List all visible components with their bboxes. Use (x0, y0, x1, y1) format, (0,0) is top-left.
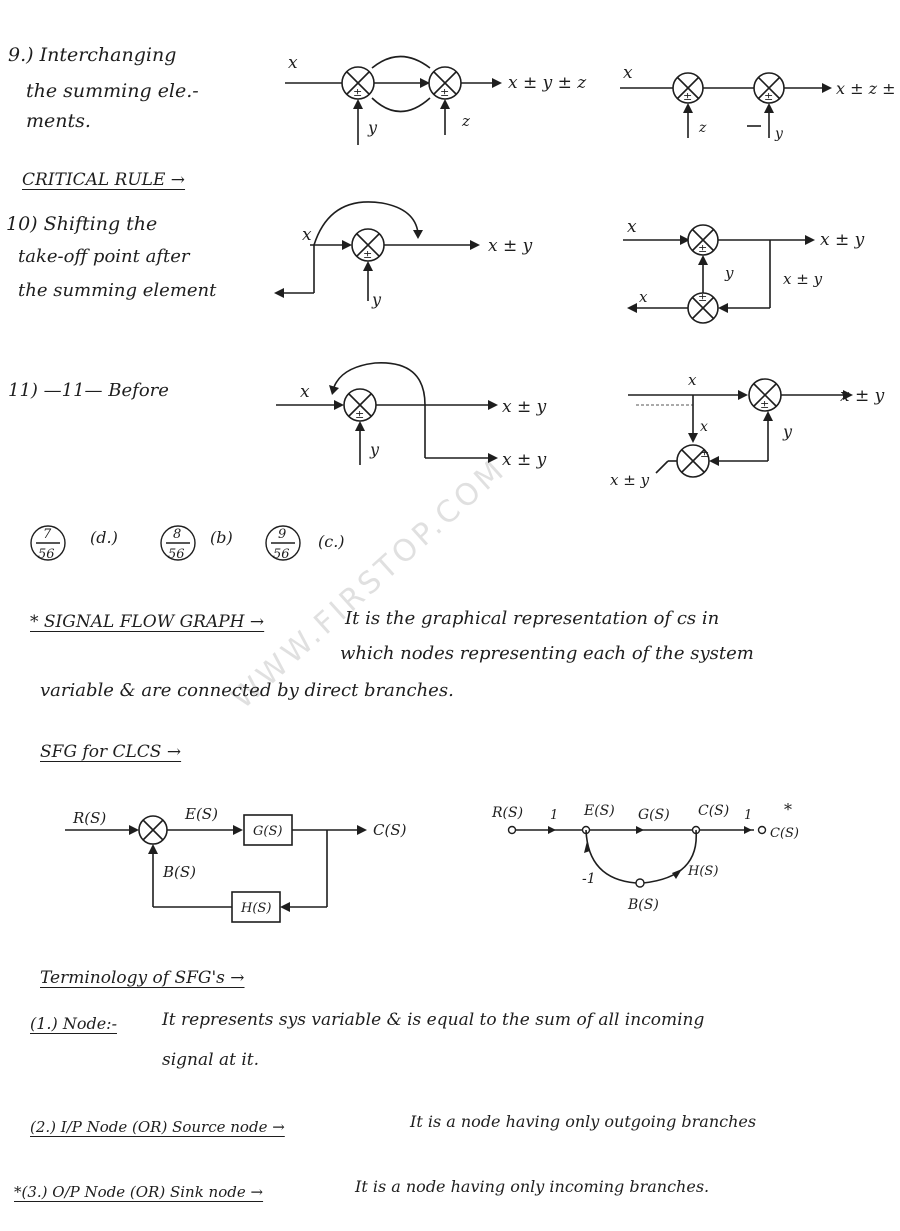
rule11-right-x-label: x (700, 419, 708, 435)
rule11-right-in: y (782, 422, 793, 441)
rule10-left-diagram: x ± x ± y y (274, 201, 533, 309)
rule11-right-diagram: x ± x ± y x ± y x ± y (610, 371, 885, 489)
sfg-clcs-heading: SFG for CLCS → (40, 742, 182, 762)
rule10-right-tap-label: x ± y (783, 270, 823, 288)
rule9-left-diagram: x ± ± x ± y ± z y z (285, 53, 587, 145)
sfg-C: C(S) (698, 803, 729, 819)
term-node-label: (1.) Node:- (30, 1014, 117, 1033)
sign-8: ± (355, 408, 364, 421)
sfg-definition-3: variable & are connected by direct branc… (40, 680, 454, 701)
rule9-right-input: x (623, 63, 633, 83)
rule11-left-in: y (369, 440, 380, 459)
sfg-E: E(S) (583, 803, 615, 819)
rule11-left-out1: x ± y (502, 397, 547, 417)
rule9-right-in1: z (698, 120, 707, 136)
answer-8-choice: (b) (210, 528, 233, 547)
rule11-left-diagram: x ± x ± y x ± y y (276, 362, 547, 470)
sfg-gain-1b: 1 (744, 808, 752, 823)
sign-2: ± (440, 86, 449, 99)
rule9-title-3: ments. (26, 110, 91, 132)
rule9-left-output: x ± y ± z (508, 73, 587, 93)
rule10-right-output: x ± y (820, 230, 865, 250)
term-sink-label: *(3.) O/P Node (OR) Sink node → (14, 1183, 264, 1201)
answer-9: 9 56 (265, 520, 301, 570)
term-source-label: (2.) I/P Node (OR) Source node → (30, 1118, 285, 1136)
rule9-title-1: 9.) Interchanging (8, 44, 177, 66)
rule10-right-diagram: x ± x ± y ± y x ± y x (623, 217, 865, 324)
rule10-title-1: 10) Shifting the (6, 213, 158, 235)
sfg-definition-1: It is the graphical representation of cs… (345, 608, 720, 629)
block-H: H(S) (240, 901, 271, 916)
term-source-text: It is a node having only outgoing branch… (410, 1112, 757, 1131)
block-B: B(S) (162, 863, 196, 881)
sfg-star: * (784, 800, 792, 819)
sign-7: ± (698, 291, 707, 304)
term-node-text-2: signal at it. (162, 1050, 260, 1070)
sfg-B: B(S) (627, 897, 659, 913)
answer-8-num: 8 (173, 527, 181, 542)
block-E: E(S) (184, 805, 218, 823)
rule10-right-feedback-label: y (724, 264, 734, 282)
rule11-right-back-out: x ± y (610, 471, 650, 489)
rule9-left-in2: z (461, 112, 470, 130)
answer-7-num: 7 (43, 527, 52, 542)
answer-9-choice: (c.) (318, 532, 345, 551)
clcs-block-diagram: R(S) E(S) G(S) C(S) H(S) B(S) (65, 805, 407, 923)
sfg-definition-2: which nodes representing each of the sys… (340, 643, 754, 664)
answer-9-den: 56 (273, 547, 290, 562)
critical-rule-heading: CRITICAL RULE → (22, 170, 186, 190)
rule9-left-input: x (288, 53, 298, 73)
rule10-title-2: take-off point after (18, 246, 190, 267)
sfg-R: R(S) (491, 805, 523, 821)
rule10-left-output: x ± y (488, 236, 533, 256)
sfg-heading: * SIGNAL FLOW GRAPH → (30, 612, 265, 632)
G-block (243, 814, 293, 846)
watermark: WWW.FIRSTOP.COM (225, 451, 514, 717)
answer-8: 8 56 (160, 520, 196, 570)
block-C: C(S) (373, 821, 407, 839)
sign-6: ± (698, 242, 707, 255)
sfg-minus1: -1 (582, 871, 596, 887)
term-sink-text: It is a node having only incoming branch… (355, 1177, 710, 1196)
H-block (231, 891, 281, 923)
rule11-title: 11) —11— Before (8, 380, 169, 401)
sign-4: ± (764, 90, 773, 103)
node-R (507, 825, 517, 835)
sign-3: ± (683, 90, 692, 103)
rule9-right-in2: y (774, 126, 784, 142)
sfg-G: G(S) (638, 807, 670, 823)
rule11-left-out2: x ± y (502, 450, 547, 470)
rule9-title-2: the summing ele.- (26, 80, 199, 102)
sfg-gain-1a: 1 (550, 808, 558, 823)
rule9-left-in1: y (367, 118, 378, 137)
rule9-right-output: x ± z ± y (836, 79, 900, 98)
sign-9: ± (760, 398, 769, 411)
sign-1: ± (353, 86, 362, 99)
rule11-right-output: x ± y (840, 386, 885, 406)
answer-8-den: 56 (168, 547, 185, 562)
sfg-H: H(S) (687, 864, 718, 879)
answer-7-den: 56 (38, 547, 55, 562)
block-R: R(S) (72, 809, 106, 827)
term-node-text: It represents sys variable & is equal to… (162, 1010, 705, 1030)
node-C-out (757, 825, 767, 835)
rule11-right-input: x (688, 371, 697, 389)
sign-5: ± (363, 248, 372, 261)
rule9-right-diagram: x ± ± x ± z ± y z y (620, 63, 900, 142)
node-B (635, 878, 645, 888)
sign-10: ± (700, 447, 709, 460)
rule10-right-input: x (627, 217, 637, 237)
block-G: G(S) (253, 824, 282, 839)
terminology-heading: Terminology of SFG's → (40, 968, 245, 988)
rule10-left-in: y (371, 290, 382, 309)
answer-7: 7 56 (30, 520, 66, 570)
clcs-signal-flow-graph: R(S) 1 E(S) G(S) C(S) 1 * C(S) H(S) -1 B… (491, 800, 799, 913)
rule10-title-3: the summing element (18, 280, 217, 301)
rule11-left-input: x (300, 382, 310, 402)
answer-9-num: 9 (278, 527, 286, 542)
sfg-C-out: C(S) (770, 826, 799, 841)
answer-7-choice: (d.) (90, 528, 118, 547)
rule10-right-back-out: x (639, 288, 648, 306)
rule10-left-input: x (302, 225, 312, 245)
